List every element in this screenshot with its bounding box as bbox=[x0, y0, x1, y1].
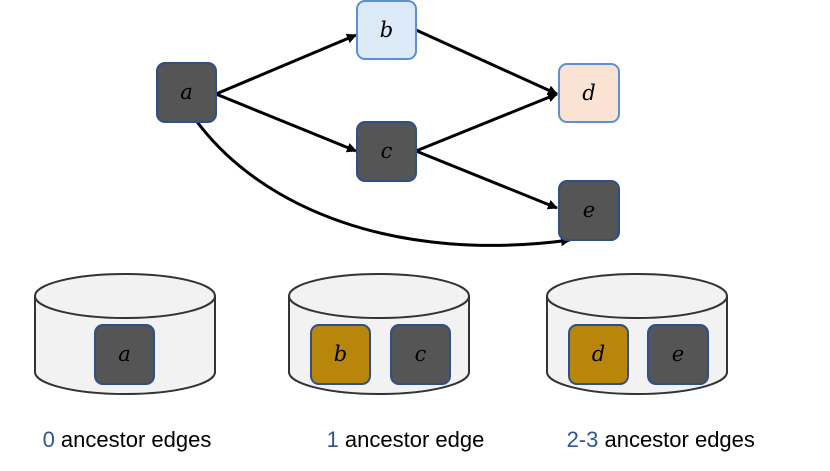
bucket-item-b: b bbox=[310, 324, 371, 385]
node-label: e bbox=[672, 342, 684, 366]
caption-text: ancestor edges bbox=[598, 427, 755, 452]
node-label: d bbox=[592, 342, 605, 366]
bucket-rim bbox=[288, 273, 470, 319]
bucket-item-c: c bbox=[390, 324, 451, 385]
edge-c-e bbox=[415, 149, 558, 210]
node-label: b bbox=[380, 18, 393, 42]
node-label: c bbox=[381, 139, 393, 163]
edge-c-d bbox=[415, 92, 558, 153]
caption-number: 2-3 bbox=[567, 427, 599, 452]
caption-text: ancestor edges bbox=[55, 427, 212, 452]
caption-number: 0 bbox=[43, 427, 55, 452]
graph-edges bbox=[193, 28, 571, 247]
graph-node-e: e bbox=[558, 180, 620, 241]
caption-text: ancestor edge bbox=[339, 427, 485, 452]
caption-number: 1 bbox=[327, 427, 339, 452]
node-label: d bbox=[582, 81, 595, 105]
bucket-2-3-ancestor-edges: d e bbox=[546, 273, 728, 395]
edge-a-b bbox=[215, 33, 357, 96]
bucket-caption-1: 1 ancestor edge bbox=[296, 427, 503, 452]
node-label: a bbox=[180, 80, 193, 104]
bucket-item-d: d bbox=[568, 324, 629, 385]
bucket-caption-2: 2-3 ancestor edges bbox=[536, 427, 773, 452]
node-label: b bbox=[334, 342, 347, 366]
bucket-item-e: e bbox=[647, 324, 709, 385]
bucket-caption-0: 0 ancestor edges bbox=[12, 427, 230, 452]
bucket-0-ancestor-edges: a bbox=[34, 273, 216, 395]
edge-a-e bbox=[193, 118, 571, 247]
graph-node-b: b bbox=[356, 0, 417, 60]
graph-node-d: d bbox=[558, 63, 620, 123]
node-label: a bbox=[118, 342, 131, 366]
edge-b-d bbox=[415, 28, 558, 96]
bucket-item-a: a bbox=[94, 324, 155, 385]
bucket-1-ancestor-edge: b c bbox=[288, 273, 470, 395]
node-label: c bbox=[415, 342, 427, 366]
bucket-rim bbox=[546, 273, 728, 319]
bucket-rim bbox=[34, 273, 216, 319]
graph-node-c: c bbox=[356, 121, 417, 182]
graph-node-a: a bbox=[156, 62, 217, 123]
node-label: e bbox=[583, 198, 595, 222]
edge-a-c bbox=[215, 92, 357, 153]
